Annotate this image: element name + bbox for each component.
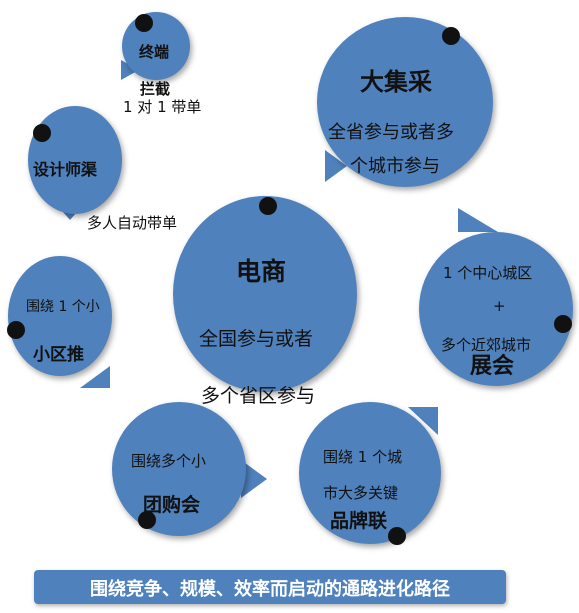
groupbuy-line-2: 团购会 xyxy=(143,494,201,516)
ecommerce-circle xyxy=(173,196,357,392)
exhibition-circle xyxy=(419,232,573,386)
community-tail xyxy=(80,366,110,388)
procurement-title: 大集采 xyxy=(360,68,432,96)
community-line-1: 围绕 1 个小 xyxy=(26,299,100,315)
terminal-label: 终端 xyxy=(139,43,170,61)
exhibition-line-2: + xyxy=(493,297,506,315)
brand-line-2: 市大多关键 xyxy=(323,484,399,502)
ecommerce-line-1: 全国参与或者 xyxy=(199,328,314,350)
exhibition-line-4: 展会 xyxy=(470,354,515,379)
procurement-circle xyxy=(317,17,493,187)
exhibition-line-3: 多个近郊城市 xyxy=(441,336,532,354)
terminal-dot xyxy=(135,14,153,32)
procurement-line-1: 全省参与或者多 xyxy=(328,122,454,143)
procurement-dot xyxy=(442,27,460,45)
procurement-line-2: 个城市参与 xyxy=(350,156,440,177)
terminal-label-2: 拦截 xyxy=(140,80,171,98)
community-dot xyxy=(7,321,25,339)
terminal-note: 1 对 1 带单 xyxy=(123,98,202,116)
community-circle xyxy=(8,256,112,376)
groupbuy-circle xyxy=(112,402,246,536)
groupbuy-dot xyxy=(138,511,156,529)
summary-banner-text: 围绕竞争、规模、效率而启动的通路进化路径 xyxy=(90,579,450,600)
designer-label: 设计师渠 xyxy=(33,160,98,179)
exhibition-line-1: 1 个中心城区 xyxy=(443,264,533,282)
brand-line-1: 围绕 1 个城 xyxy=(323,448,403,466)
ecommerce-line-2: 多个省区参与 xyxy=(201,385,316,407)
terminal-circle xyxy=(122,12,190,80)
brand-line-3: 品牌联 xyxy=(330,510,388,532)
exhibition-dot xyxy=(554,315,572,333)
groupbuy-line-1: 围绕多个小 xyxy=(131,452,207,470)
exhibition-tail xyxy=(458,208,498,232)
summary-banner: 围绕竞争、规模、效率而启动的通路进化路径 xyxy=(34,570,506,604)
community-line-2: 小区推 xyxy=(33,345,84,365)
ecommerce-title: 电商 xyxy=(236,257,287,286)
ecommerce-dot xyxy=(259,197,277,215)
designer-note: 多人自动带单 xyxy=(87,214,178,232)
designer-dot xyxy=(33,124,51,142)
brand-dot xyxy=(388,527,406,545)
brand-circle xyxy=(299,402,441,544)
